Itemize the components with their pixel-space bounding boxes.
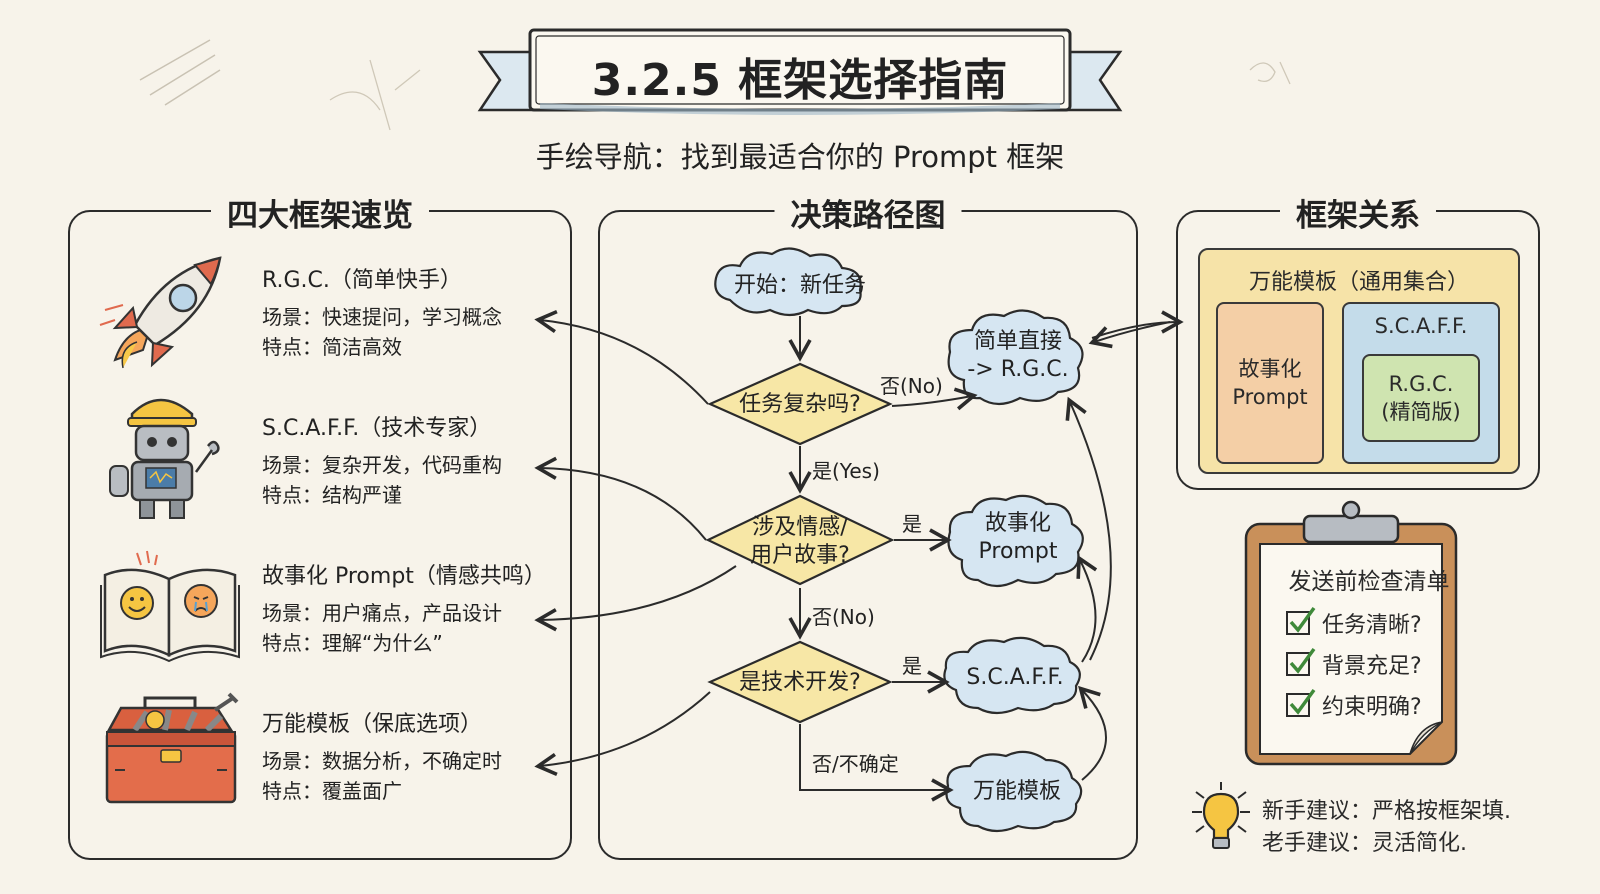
edge-label-unsure: 否/不确定	[812, 752, 899, 776]
framework-story: 故事化 Prompt（情感共鸣） 场景：用户痛点，产品设计 特点：理解“为什么”	[262, 558, 546, 658]
node-q2-line1: 涉及情感/	[752, 515, 848, 540]
node-start: 开始：新任务	[733, 273, 866, 298]
relation-story-box: 故事化 Prompt	[1216, 302, 1324, 464]
framework-story-name: 故事化 Prompt（情感共鸣）	[262, 564, 546, 589]
edge-label-yes3: 是	[902, 654, 922, 678]
relation-story-line2: Prompt	[1232, 385, 1308, 409]
checklist-title: 发送前检查清单	[1288, 569, 1450, 595]
robot-icon	[109, 398, 220, 519]
framework-rgc-name: R.G.C.（简单快手）	[262, 268, 462, 293]
title-banner: 3.2.5 框架选择指南	[470, 22, 1130, 122]
page-title: 3.2.5 框架选择指南	[591, 55, 1009, 106]
node-out-scaff: S.C.A.F.F.	[966, 665, 1064, 690]
node-q2: 涉及情感/ 用户故事?	[720, 514, 880, 570]
relation-rgc-box: R.G.C. (精简版)	[1362, 354, 1480, 442]
framework-template-name: 万能模板（保底选项）	[262, 712, 483, 737]
cloud-story	[947, 494, 1084, 588]
rocket-icon	[99, 256, 222, 369]
relation-story-line1: 故事化	[1238, 357, 1302, 381]
edge-label-no1: 否(No)	[880, 374, 943, 398]
framework-template: 万能模板（保底选项） 场景：数据分析，不确定时 特点：覆盖面广	[262, 706, 502, 806]
framework-relation-panel: 框架关系	[1176, 190, 1540, 490]
checklist-item-3: 约束明确?	[1322, 695, 1422, 720]
storybook-icon	[100, 550, 240, 663]
banner-ribbon	[477, 28, 1123, 115]
checklist-item-2: 背景充足?	[1322, 654, 1422, 679]
edge-label-no2: 否(No)	[812, 605, 875, 629]
cloud-template	[945, 750, 1083, 833]
checklist-item-1: 任务清晰?	[1322, 613, 1422, 638]
check-icon-2	[1286, 647, 1316, 676]
toolbox-icon	[105, 692, 239, 804]
framework-scaff-scene: 场景：复杂开发，代码重构	[262, 453, 502, 477]
node-q1: 任务复杂吗?	[739, 392, 861, 417]
framework-rgc-trait: 特点：简洁高效	[262, 335, 402, 359]
framework-story-trait: 特点：理解“为什么”	[262, 631, 443, 655]
framework-rgc: R.G.C.（简单快手） 场景：快速提问，学习概念 特点：简洁高效	[262, 262, 502, 362]
framework-story-scene: 场景：用户痛点，产品设计	[262, 601, 502, 625]
framework-scaff: S.C.A.F.F.（技术专家） 场景：复杂开发，代码重构 特点：结构严谨	[262, 410, 502, 510]
framework-overview-panel: 四大框架速览	[68, 190, 572, 860]
node-out-story-line1: 故事化	[984, 511, 1051, 536]
framework-template-scene: 场景：数据分析，不确定时	[262, 749, 502, 773]
decision-path-panel: 决策路径图	[598, 190, 1138, 860]
node-out-rgc-line2: -> R.G.C.	[967, 357, 1069, 382]
node-out-rgc-line1: 简单直接	[973, 329, 1062, 354]
relation-scaff-label: S.C.A.F.F.	[1374, 314, 1468, 338]
framework-scaff-trait: 特点：结构严谨	[262, 483, 402, 507]
edge-label-yes1: 是(Yes)	[812, 459, 880, 483]
framework-template-trait: 特点：覆盖面广	[262, 779, 402, 803]
cloud-scaff	[943, 636, 1081, 715]
relation-rgc-line1: R.G.C.	[1388, 372, 1454, 396]
node-q2-line2: 用户故事?	[750, 543, 850, 568]
framework-overview-title: 四大框架速览	[211, 190, 429, 235]
check-icon-1	[1286, 606, 1316, 635]
node-q3: 是技术开发?	[739, 670, 861, 695]
node-out-rgc: 简单直接 -> R.G.C.	[952, 328, 1084, 384]
tip-novice: 新手建议：严格按框架填.	[1262, 799, 1511, 824]
node-out-story: 故事化 Prompt	[952, 510, 1084, 566]
lightbulb-icon	[1192, 782, 1250, 849]
node-out-story-line2: Prompt	[978, 539, 1058, 564]
decision-path-title: 决策路径图	[774, 190, 962, 235]
relation-template-label: 万能模板（通用集合）	[1248, 270, 1469, 295]
relation-rgc-line2: (精简版)	[1381, 400, 1461, 424]
framework-rgc-scene: 场景：快速提问，学习概念	[262, 305, 502, 329]
cloud-rgc	[947, 309, 1084, 406]
tip-expert: 老手建议：灵活简化.	[1262, 831, 1467, 856]
check-icon-3	[1286, 688, 1316, 717]
diamond-q2	[705, 494, 895, 586]
cloud-start	[714, 247, 862, 317]
page-subtitle: 手绘导航：找到最适合你的 Prompt 框架	[535, 140, 1065, 174]
node-out-template: 万能模板	[972, 779, 1061, 804]
framework-relation-title: 框架关系	[1280, 190, 1436, 235]
edge-label-yes2: 是	[902, 512, 922, 536]
framework-scaff-name: S.C.A.F.F.（技术专家）	[262, 416, 492, 441]
diamond-q1	[707, 362, 893, 446]
diamond-q3	[707, 640, 893, 724]
